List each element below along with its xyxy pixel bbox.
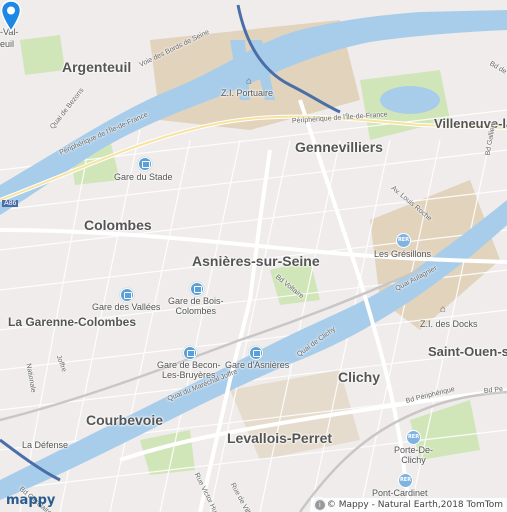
- rer-icon[interactable]: RER: [406, 430, 421, 445]
- city-label-gennevilliers: Gennevilliers: [295, 139, 383, 155]
- city-label-courbevoie: Courbevoie: [86, 412, 164, 428]
- rer-icon[interactable]: RER: [398, 473, 413, 488]
- city-label-euil: euil: [0, 39, 15, 49]
- city-label-clichy: Clichy: [338, 369, 381, 385]
- place-pont-cardinet: Pont-Cardinet: [372, 488, 428, 498]
- rer-icon[interactable]: RER: [396, 233, 411, 248]
- train-station-icon[interactable]: [138, 157, 152, 171]
- city-label-asnieres: Asnières-sur-Seine: [192, 253, 320, 269]
- place-gare-du-stade: Gare du Stade: [114, 172, 173, 182]
- location-pin-icon[interactable]: [0, 0, 22, 32]
- train-station-icon[interactable]: [190, 282, 204, 296]
- factory-icon: ⌂: [246, 76, 253, 87]
- city-label-saint-ouen: Saint-Ouen-s: [428, 344, 507, 359]
- place-porte-de-clichy: Porte-De- Clichy: [394, 445, 434, 465]
- place-zi-des-docks: Z.I. des Docks: [420, 319, 478, 329]
- city-label-val: -Val-: [0, 27, 19, 37]
- city-label-argenteuil: Argenteuil: [62, 59, 132, 75]
- place-les-gresillons: Les Grésillons: [374, 249, 432, 259]
- train-station-icon[interactable]: [183, 346, 197, 360]
- city-label-levallois: Levallois-Perret: [227, 430, 333, 446]
- place-gare-asnieres: Gare d'Asnières: [225, 360, 290, 370]
- attribution-text: © Mappy - Natural Earth,2018 TomTom: [326, 500, 503, 510]
- copyright-icon: i: [314, 500, 325, 510]
- place-gare-becon: Gare de Becon- Les-Bruyères: [157, 360, 221, 380]
- factory-icon: ⌂: [440, 304, 447, 315]
- train-station-icon[interactable]: [249, 346, 263, 360]
- map-attribution: i© Mappy - Natural Earth,2018 TomTom: [310, 498, 507, 512]
- place-gare-de-bois-colombes: Gare de Bois- Colombes: [168, 296, 224, 316]
- city-label-colombes: Colombes: [84, 217, 152, 233]
- city-label-villeneuve: Villeneuve-la: [434, 116, 507, 131]
- place-zi-portuaire: Z.I. Portuaire: [221, 88, 274, 98]
- train-station-icon[interactable]: [120, 288, 134, 302]
- mappy-logo[interactable]: mappy: [6, 493, 56, 508]
- city-label-la-garenne: La Garenne-Colombes: [8, 315, 137, 329]
- place-gare-des-vallees: Gare des Vallées: [92, 302, 161, 312]
- city-label-defense: La Défense: [22, 440, 69, 450]
- highway-shield-a86: A86: [2, 200, 19, 207]
